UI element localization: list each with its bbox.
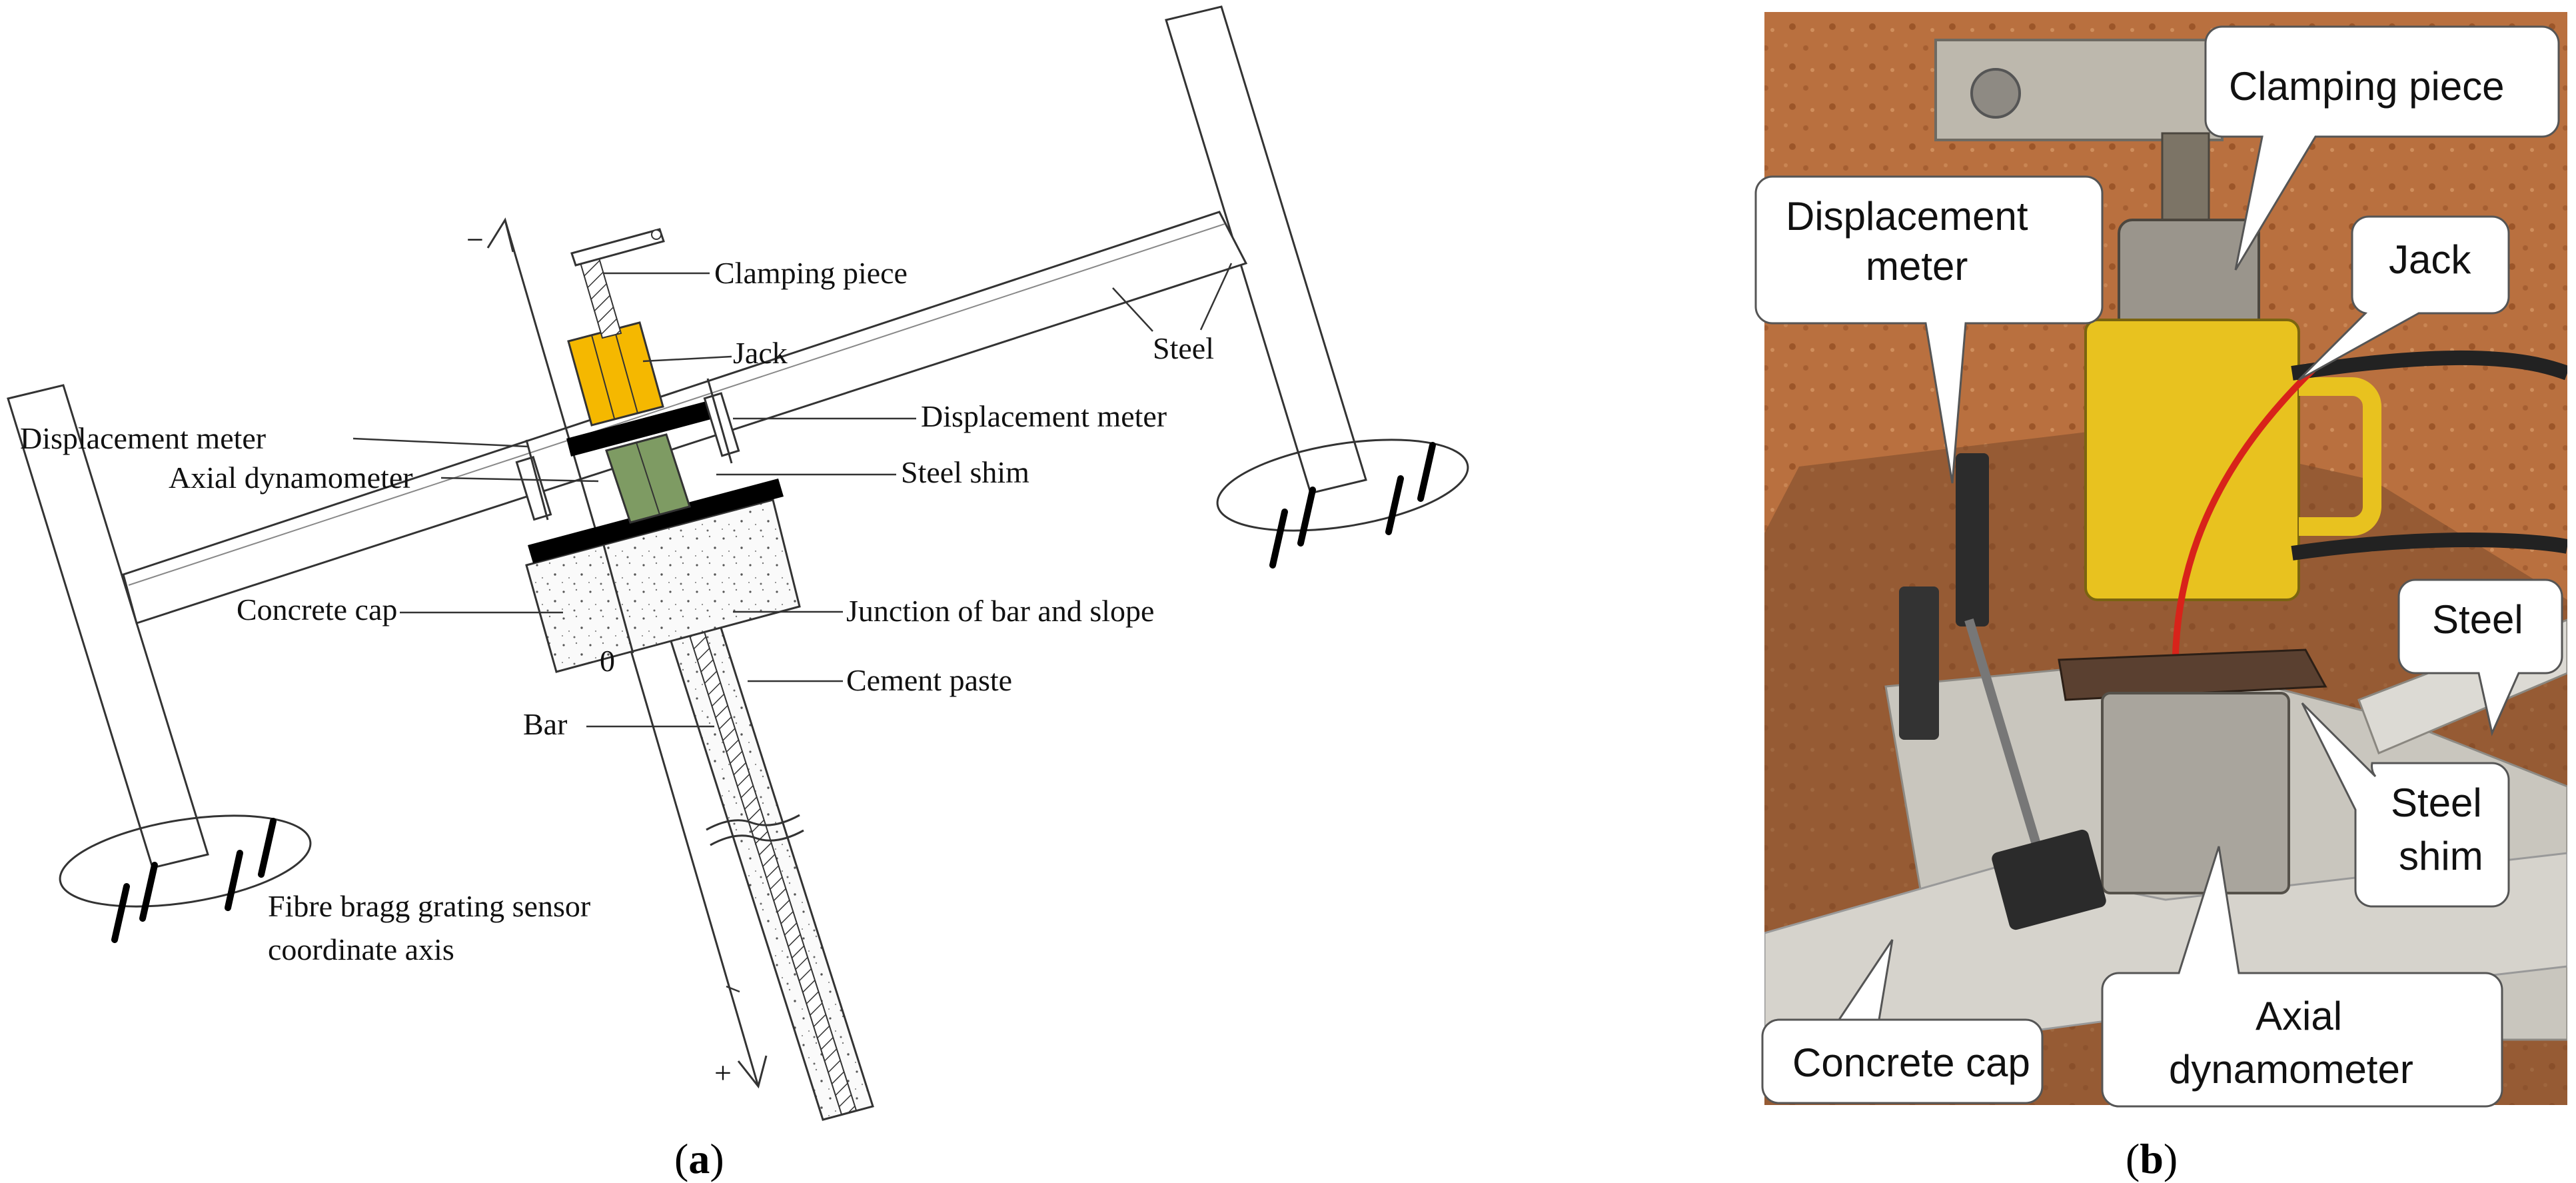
label-displacement-meter-right: Displacement meter [921,399,1167,433]
label-clamping-piece: Clamping piece [714,256,908,290]
photo-displacement-meter-2 [1899,587,1939,740]
photo-label-clamping-piece: Clamping piece [2229,64,2505,109]
concrete-cap [525,499,801,673]
photo-label-concrete-cap: Concrete cap [1792,1040,2030,1085]
axis-arrow-top [486,217,514,253]
photo-magnetic-base [1992,829,2106,930]
steel-shim-top [566,399,721,457]
label-concrete-cap: Concrete cap [237,592,397,626]
clamping-piece [570,228,665,267]
photo-hydraulic-hose-2 [2291,533,2567,561]
label-fbg-line1: Fibre bragg grating sensor [268,889,590,923]
label-bar: Bar [523,707,567,741]
dynamometer-line [636,442,660,515]
photo-label-jack: Jack [2389,237,2471,282]
displacement-meter-left-body [515,456,552,521]
jack-body [567,321,664,427]
photo-label-steel-shim-line2: shim [2399,834,2483,878]
steel-shim-bottom [528,479,784,563]
label-cement-paste: Cement paste [846,663,1012,697]
jack-line-1 [591,335,615,419]
photo-jack [2084,319,2300,601]
displacement-meter-right-rod [706,378,733,464]
photo-label-steel-shim-line1: Steel [2391,780,2482,825]
label-axis-zero: 0 [600,644,615,678]
photo-label-steel: Steel [2432,597,2523,642]
photo-label-axial-dyn-line1: Axial [2255,994,2342,1038]
threaded-rod [577,250,622,339]
caption-panel-a: (a) [674,1135,724,1182]
label-steel: Steel [1153,331,1214,365]
photo-dynamometer [2101,692,2290,894]
callout-steel-shim: Steel shim [2301,702,2510,908]
callout-displacement-meter: Displacement meter [1754,175,2104,484]
ground-ellipse-left [59,814,312,908]
steel-frame-right-leg [1165,5,1367,495]
photo-top-steel-angle [1934,39,2224,141]
fbg-coordinate-axis [504,219,760,1087]
leader-lines [352,263,1233,993]
callout-jack: Jack [2297,215,2510,381]
jack-line-2 [614,329,638,414]
photo-label-displacement-line1: Displacement [1786,194,2028,239]
clamp-bolt [651,229,662,240]
callout-axial-dynamometer: Axial dynamometer [2101,846,2503,1108]
photo-label-axial-dyn-line2: dynamometer [2169,1047,2413,1092]
bar-hatched [684,616,858,1116]
panel-b-photo: Clamping piece Displacement meter Jack S… [1754,12,2567,1182]
label-steel-shim: Steel shim [901,455,1029,489]
label-axial-dynamometer: Axial dynamometer [169,461,413,495]
label-junction: Junction of bar and slope [846,594,1154,628]
axis-arrow-bottom [737,1055,768,1089]
label-fbg-line2: coordinate axis [268,932,454,966]
label-axis-plus: + [714,1056,732,1090]
label-axis-minus: − [466,223,484,257]
ground-stakes-left [111,818,277,943]
photo-clamp-cylinder [2118,219,2260,335]
callout-clamping-piece: Clamping piece [2204,25,2560,271]
photo-label-displacement-line2: meter [1866,244,1968,289]
label-jack: Jack [733,336,788,370]
photo-top-bolt [1970,68,2021,119]
photo-steel-shim [2058,648,2327,701]
panel-a-diagram: Clamping piece Jack Steel Displacement m… [7,5,1469,1182]
bar-break-marks [706,814,804,846]
concrete-cap-divider [602,545,634,654]
steel-frame-crossbeam-inner [128,223,1225,586]
photo-hydraulic-hose [2291,350,2567,381]
callout-steel: Steel [2397,579,2563,736]
photo-jack-handle [2299,377,2381,536]
ground-ellipse-right [1216,439,1469,532]
photo-displacement-meter-1 [1956,453,1989,626]
ground-stakes-right [1269,442,1436,569]
callout-concrete-cap: Concrete cap [1761,939,2044,1104]
photo-magnetic-stand-arm [1964,618,2044,855]
label-displacement-meter-left: Displacement meter [20,421,266,455]
steel-frame-left-leg [7,384,209,869]
caption-panel-b: (b) [2126,1135,2178,1182]
